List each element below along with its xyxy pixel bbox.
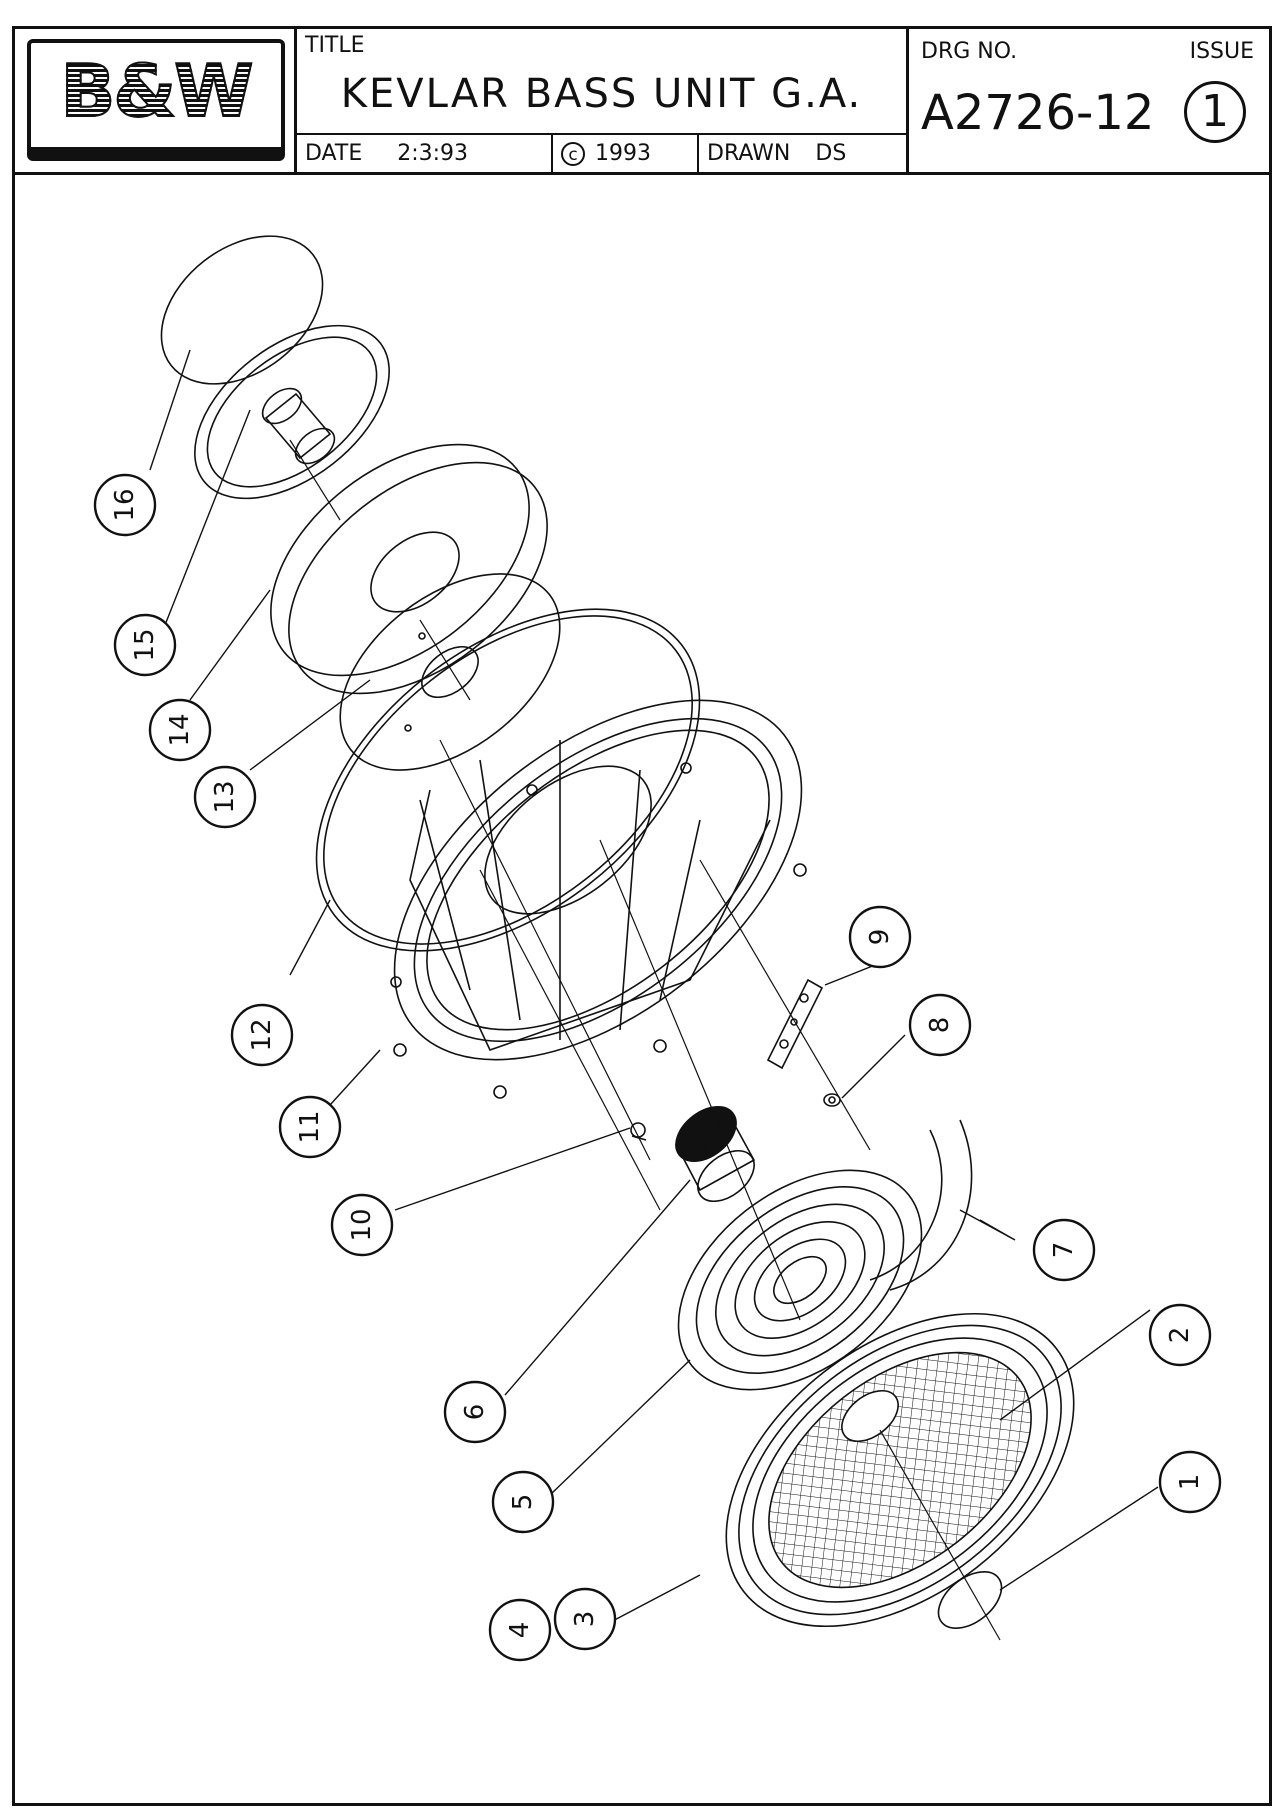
assembly-axis-lines [289, 439, 1001, 1641]
gasket-ring [315, 608, 701, 952]
date-value: 2:3:93 [397, 141, 469, 166]
svg-text:5: 5 [508, 1494, 538, 1511]
svg-text:16: 16 [110, 488, 140, 521]
svg-text:7: 7 [1049, 1242, 1079, 1259]
callout-11: 11 [278, 1095, 342, 1159]
callout-12: 12 [230, 1003, 294, 1067]
chassis-frame [390, 699, 807, 1099]
terminal-strip [766, 978, 824, 1070]
callout-15: 15 [113, 613, 177, 677]
callout-1: 1 [1158, 1450, 1222, 1514]
callout-10: 10 [330, 1193, 394, 1257]
callout-6: 6 [443, 1380, 507, 1444]
drawn-by: DS [815, 141, 847, 166]
leader-lines [149, 349, 1159, 1626]
logo-underline-bar [27, 147, 285, 161]
date-cell: DATE 2:3:93 [297, 135, 553, 172]
svg-text:14: 14 [165, 713, 195, 746]
callout-5: 5 [491, 1470, 555, 1534]
callout-9: 9 [848, 905, 912, 969]
title-block: B&W TITLE KEVLAR BASS UNIT G.A. DATE 2:3… [15, 29, 1269, 175]
callout-13: 13 [193, 765, 257, 829]
date-label: DATE [305, 141, 363, 166]
magnet-ring [270, 443, 548, 695]
svg-text:4: 4 [505, 1622, 535, 1639]
svg-text:13: 13 [210, 780, 240, 813]
callout-8: 8 [908, 993, 972, 1057]
top-cap-disc [160, 235, 324, 385]
copyright-icon: c [561, 142, 585, 166]
copyright-cell: c 1993 [553, 135, 699, 172]
callout-3: 3 [553, 1587, 617, 1651]
svg-text:15: 15 [130, 628, 160, 661]
svg-text:12: 12 [247, 1018, 277, 1051]
svg-text:6: 6 [460, 1404, 490, 1421]
callout-16: 16 [93, 473, 157, 537]
title-cell: TITLE KEVLAR BASS UNIT G.A. DATE 2:3:93 … [297, 29, 909, 172]
drawn-label: DRAWN [707, 141, 791, 166]
drawing-sheet: B&W TITLE KEVLAR BASS UNIT G.A. DATE 2:3… [12, 26, 1272, 1806]
svg-text:2: 2 [1165, 1327, 1195, 1344]
svg-text:9: 9 [865, 929, 895, 946]
date-row: DATE 2:3:93 c 1993 DRAWN DS [297, 133, 906, 172]
cone-mesh [768, 1351, 1032, 1589]
svg-text:11: 11 [295, 1110, 325, 1143]
cone-and-surround [725, 1312, 1075, 1628]
drawing-title: KEVLAR BASS UNIT G.A. [340, 71, 863, 117]
drawing-number: A2726-12 [921, 85, 1155, 141]
drg-label: DRG NO. [921, 39, 1018, 64]
callout-14: 14 [148, 698, 212, 762]
copyright-year: 1993 [595, 141, 651, 166]
callout-4: 4 [488, 1598, 552, 1662]
drawn-cell: DRAWN DS [699, 135, 903, 172]
issue-number: 1 [1184, 81, 1246, 143]
logo-text: B&W [31, 48, 281, 134]
bw-logo: B&W [27, 39, 285, 154]
pole-plate [194, 324, 390, 500]
svg-text:1: 1 [1175, 1474, 1205, 1491]
title-label: TITLE [305, 33, 365, 58]
callout-2: 2 [1148, 1303, 1212, 1367]
drg-cell: DRG NO. ISSUE A2726-12 1 [909, 29, 1272, 172]
callout-bubbles: 16 15 14 13 12 11 10 9 8 7 6 5 4 3 2 1 [93, 473, 1222, 1662]
logo-cell: B&W [15, 29, 297, 172]
issue-label: ISSUE [1189, 39, 1254, 64]
callout-7: 7 [1032, 1218, 1096, 1282]
voice-coil [675, 1106, 756, 1203]
lead-wires [869, 1119, 973, 1291]
svg-text:10: 10 [347, 1208, 377, 1241]
svg-text:3: 3 [570, 1611, 600, 1628]
svg-text:8: 8 [925, 1017, 955, 1034]
